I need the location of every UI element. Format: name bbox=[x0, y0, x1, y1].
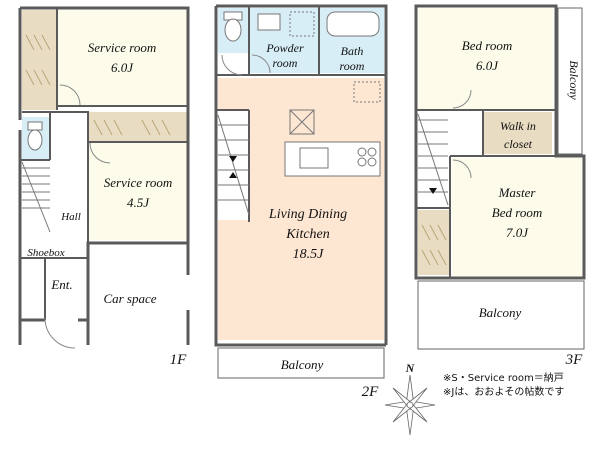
hall-label: Hall bbox=[60, 211, 81, 223]
service-room-2 bbox=[88, 143, 188, 240]
floor-1-label: 1F bbox=[170, 352, 188, 368]
balcony-3f-label: Balcony bbox=[479, 305, 522, 320]
note-jo-unit: ※Jは、おおよその帖数です bbox=[443, 387, 565, 398]
powder-room-line2: room bbox=[273, 56, 298, 70]
floor-2: Powder room Bath room Living Dining Kitc… bbox=[214, 4, 388, 400]
ldk-size: 18.5J bbox=[293, 247, 325, 262]
closet-3f bbox=[418, 210, 450, 275]
ldk-line2: Kitchen bbox=[285, 227, 330, 242]
entrance-label: Ent. bbox=[50, 277, 72, 292]
service-room-2-size: 4.5J bbox=[127, 195, 150, 210]
balcony-3f-side bbox=[557, 7, 583, 155]
walk-in-closet bbox=[484, 112, 552, 154]
master-bed-room bbox=[452, 158, 582, 276]
powder-room-line1: Powder bbox=[265, 41, 304, 55]
car-space-label: Car space bbox=[103, 291, 156, 306]
bath-line1: Bath bbox=[341, 44, 364, 58]
master-bed-room-line1: Master bbox=[498, 185, 537, 200]
service-room-1 bbox=[57, 10, 187, 105]
note-service-room: ※S・Service room＝納戸 bbox=[443, 373, 564, 384]
bed-room bbox=[418, 8, 553, 110]
floor-3-label: 3F bbox=[565, 352, 584, 368]
balcony-3f-side-label: Balcony bbox=[567, 60, 581, 100]
balcony-2f-label: Balcony bbox=[281, 357, 324, 372]
closet-1f-a bbox=[22, 10, 56, 110]
closet-1f-b bbox=[88, 112, 188, 142]
ldk-line1: Living Dining bbox=[268, 207, 347, 222]
compass-icon bbox=[384, 374, 436, 436]
master-bed-room-size: 7.0J bbox=[506, 225, 529, 240]
bed-room-size: 6.0J bbox=[476, 58, 499, 73]
floor-1: Service room 6.0J Service room 4.5J Hall… bbox=[18, 6, 190, 368]
floor-2-label: 2F bbox=[362, 384, 380, 400]
balcony-2f bbox=[217, 347, 385, 379]
service-room-2-name: Service room bbox=[104, 175, 172, 190]
shoebox-label: Shoebox bbox=[27, 247, 64, 259]
balcony-3f bbox=[417, 280, 585, 350]
bed-room-name: Bed room bbox=[462, 38, 512, 53]
compass-north-label: N bbox=[405, 361, 416, 375]
bath-line2: room bbox=[340, 59, 365, 73]
floor-3: Bed room 6.0J Balcony Walk in closet Mas… bbox=[414, 4, 586, 368]
service-room-1-name: Service room bbox=[88, 40, 156, 55]
service-room-1-size: 6.0J bbox=[111, 60, 134, 75]
walk-in-closet-line2: closet bbox=[504, 137, 533, 151]
master-bed-room-line2: Bed room bbox=[492, 205, 542, 220]
walk-in-closet-line1: Walk in bbox=[500, 119, 536, 133]
